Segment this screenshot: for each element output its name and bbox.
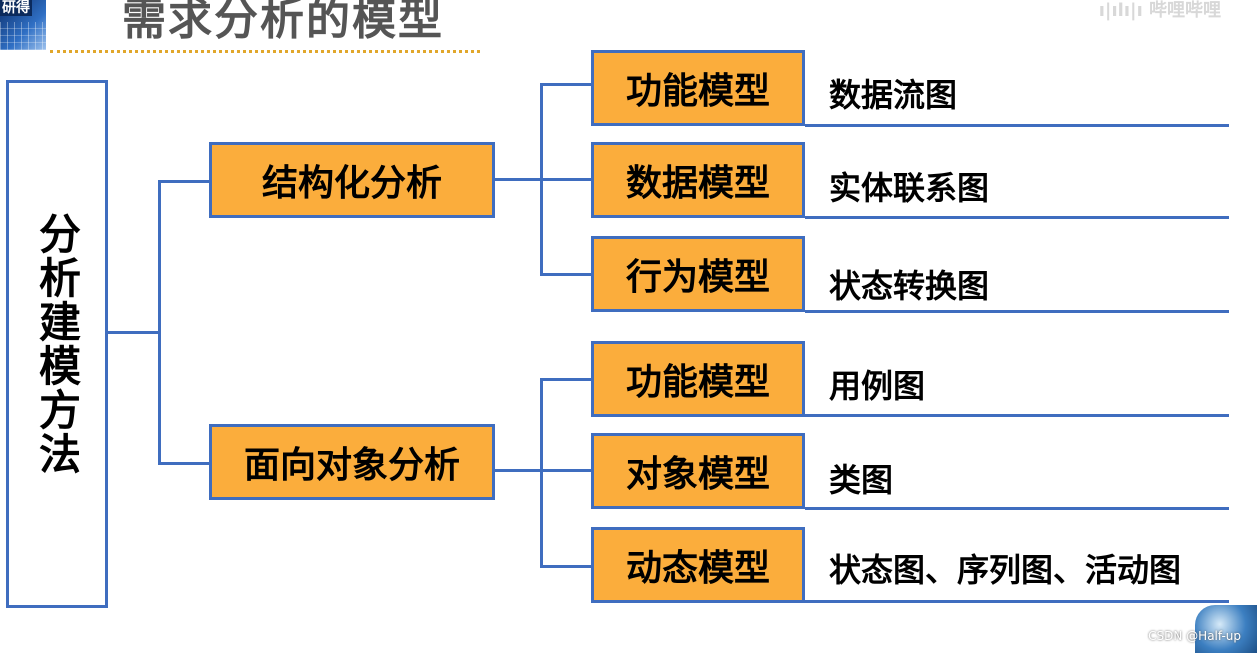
corner-decoration (1195, 605, 1257, 653)
leaf-box-function-model: 功能模型 (591, 50, 805, 126)
connector-leaf-1-2 (540, 565, 592, 568)
connector-root-out (108, 331, 161, 334)
leaf-model-label: 功能模型 (625, 362, 770, 403)
connector-leaf-1-1 (540, 469, 592, 472)
logo-text: 研得 (0, 0, 32, 16)
branch-label: 结构化分析 (261, 163, 442, 204)
branch-label: 面向对象分析 (243, 445, 460, 486)
leaf-box-behavior-model: 行为模型 (591, 236, 805, 312)
leaf-box-object-model: 对象模型 (591, 433, 805, 509)
connector-branch-1-out (495, 469, 543, 472)
connector-leaf-0-0 (540, 83, 592, 86)
leaf-diagram-label: 类图 (829, 461, 894, 499)
branch-box-object-oriented: 面向对象分析 (209, 424, 495, 500)
logo-grid-pattern (0, 22, 46, 50)
leaf-model-label: 动态模型 (625, 548, 770, 589)
leaf-diagram-label: 用例图 (829, 367, 926, 405)
leaf-model-label: 数据模型 (625, 163, 770, 204)
leaf-underline (805, 216, 1229, 219)
leaf-underline (805, 124, 1229, 127)
connector-leaf-0-2 (540, 273, 592, 276)
leaf-box-function-model-oo: 功能模型 (591, 341, 805, 417)
connector-to-branch-0 (158, 180, 210, 183)
page-title: 需求分析的模型 (122, 0, 444, 45)
connector-to-branch-1 (158, 462, 210, 465)
leaf-underline (805, 310, 1229, 313)
leaf-underline (805, 600, 1229, 603)
branch-box-structured: 结构化分析 (209, 142, 495, 218)
root-label: 分析建模方法 (32, 212, 82, 476)
root-box: 分析建模方法 (6, 80, 108, 608)
watermark-top: ı|ılı|ı 哔哩哔哩 (1098, 0, 1221, 21)
leaf-underline (805, 507, 1229, 510)
corner-logo: 研得 (0, 0, 46, 50)
leaf-diagram-label: 状态转换图 (829, 267, 990, 305)
title-dotted-rule (50, 50, 480, 53)
connector-leaf-0-1 (540, 178, 592, 181)
connector-branch-1-spine (540, 378, 543, 568)
connector-leaf-1-0 (540, 378, 592, 381)
connector-branch-0-out (495, 178, 543, 181)
leaf-diagram-label: 状态图、序列图、活动图 (829, 551, 1182, 589)
leaf-model-label: 行为模型 (625, 257, 770, 298)
leaf-box-data-model: 数据模型 (591, 142, 805, 218)
leaf-model-label: 功能模型 (625, 71, 770, 112)
leaf-diagram-label: 实体联系图 (829, 169, 990, 207)
leaf-underline (805, 414, 1229, 417)
watermark-bottom: CSDN @Half-up (1148, 629, 1241, 643)
leaf-diagram-label: 数据流图 (829, 76, 958, 114)
leaf-model-label: 对象模型 (625, 454, 770, 495)
connector-root-spine (158, 180, 161, 465)
leaf-box-dynamic-model: 动态模型 (591, 527, 805, 603)
